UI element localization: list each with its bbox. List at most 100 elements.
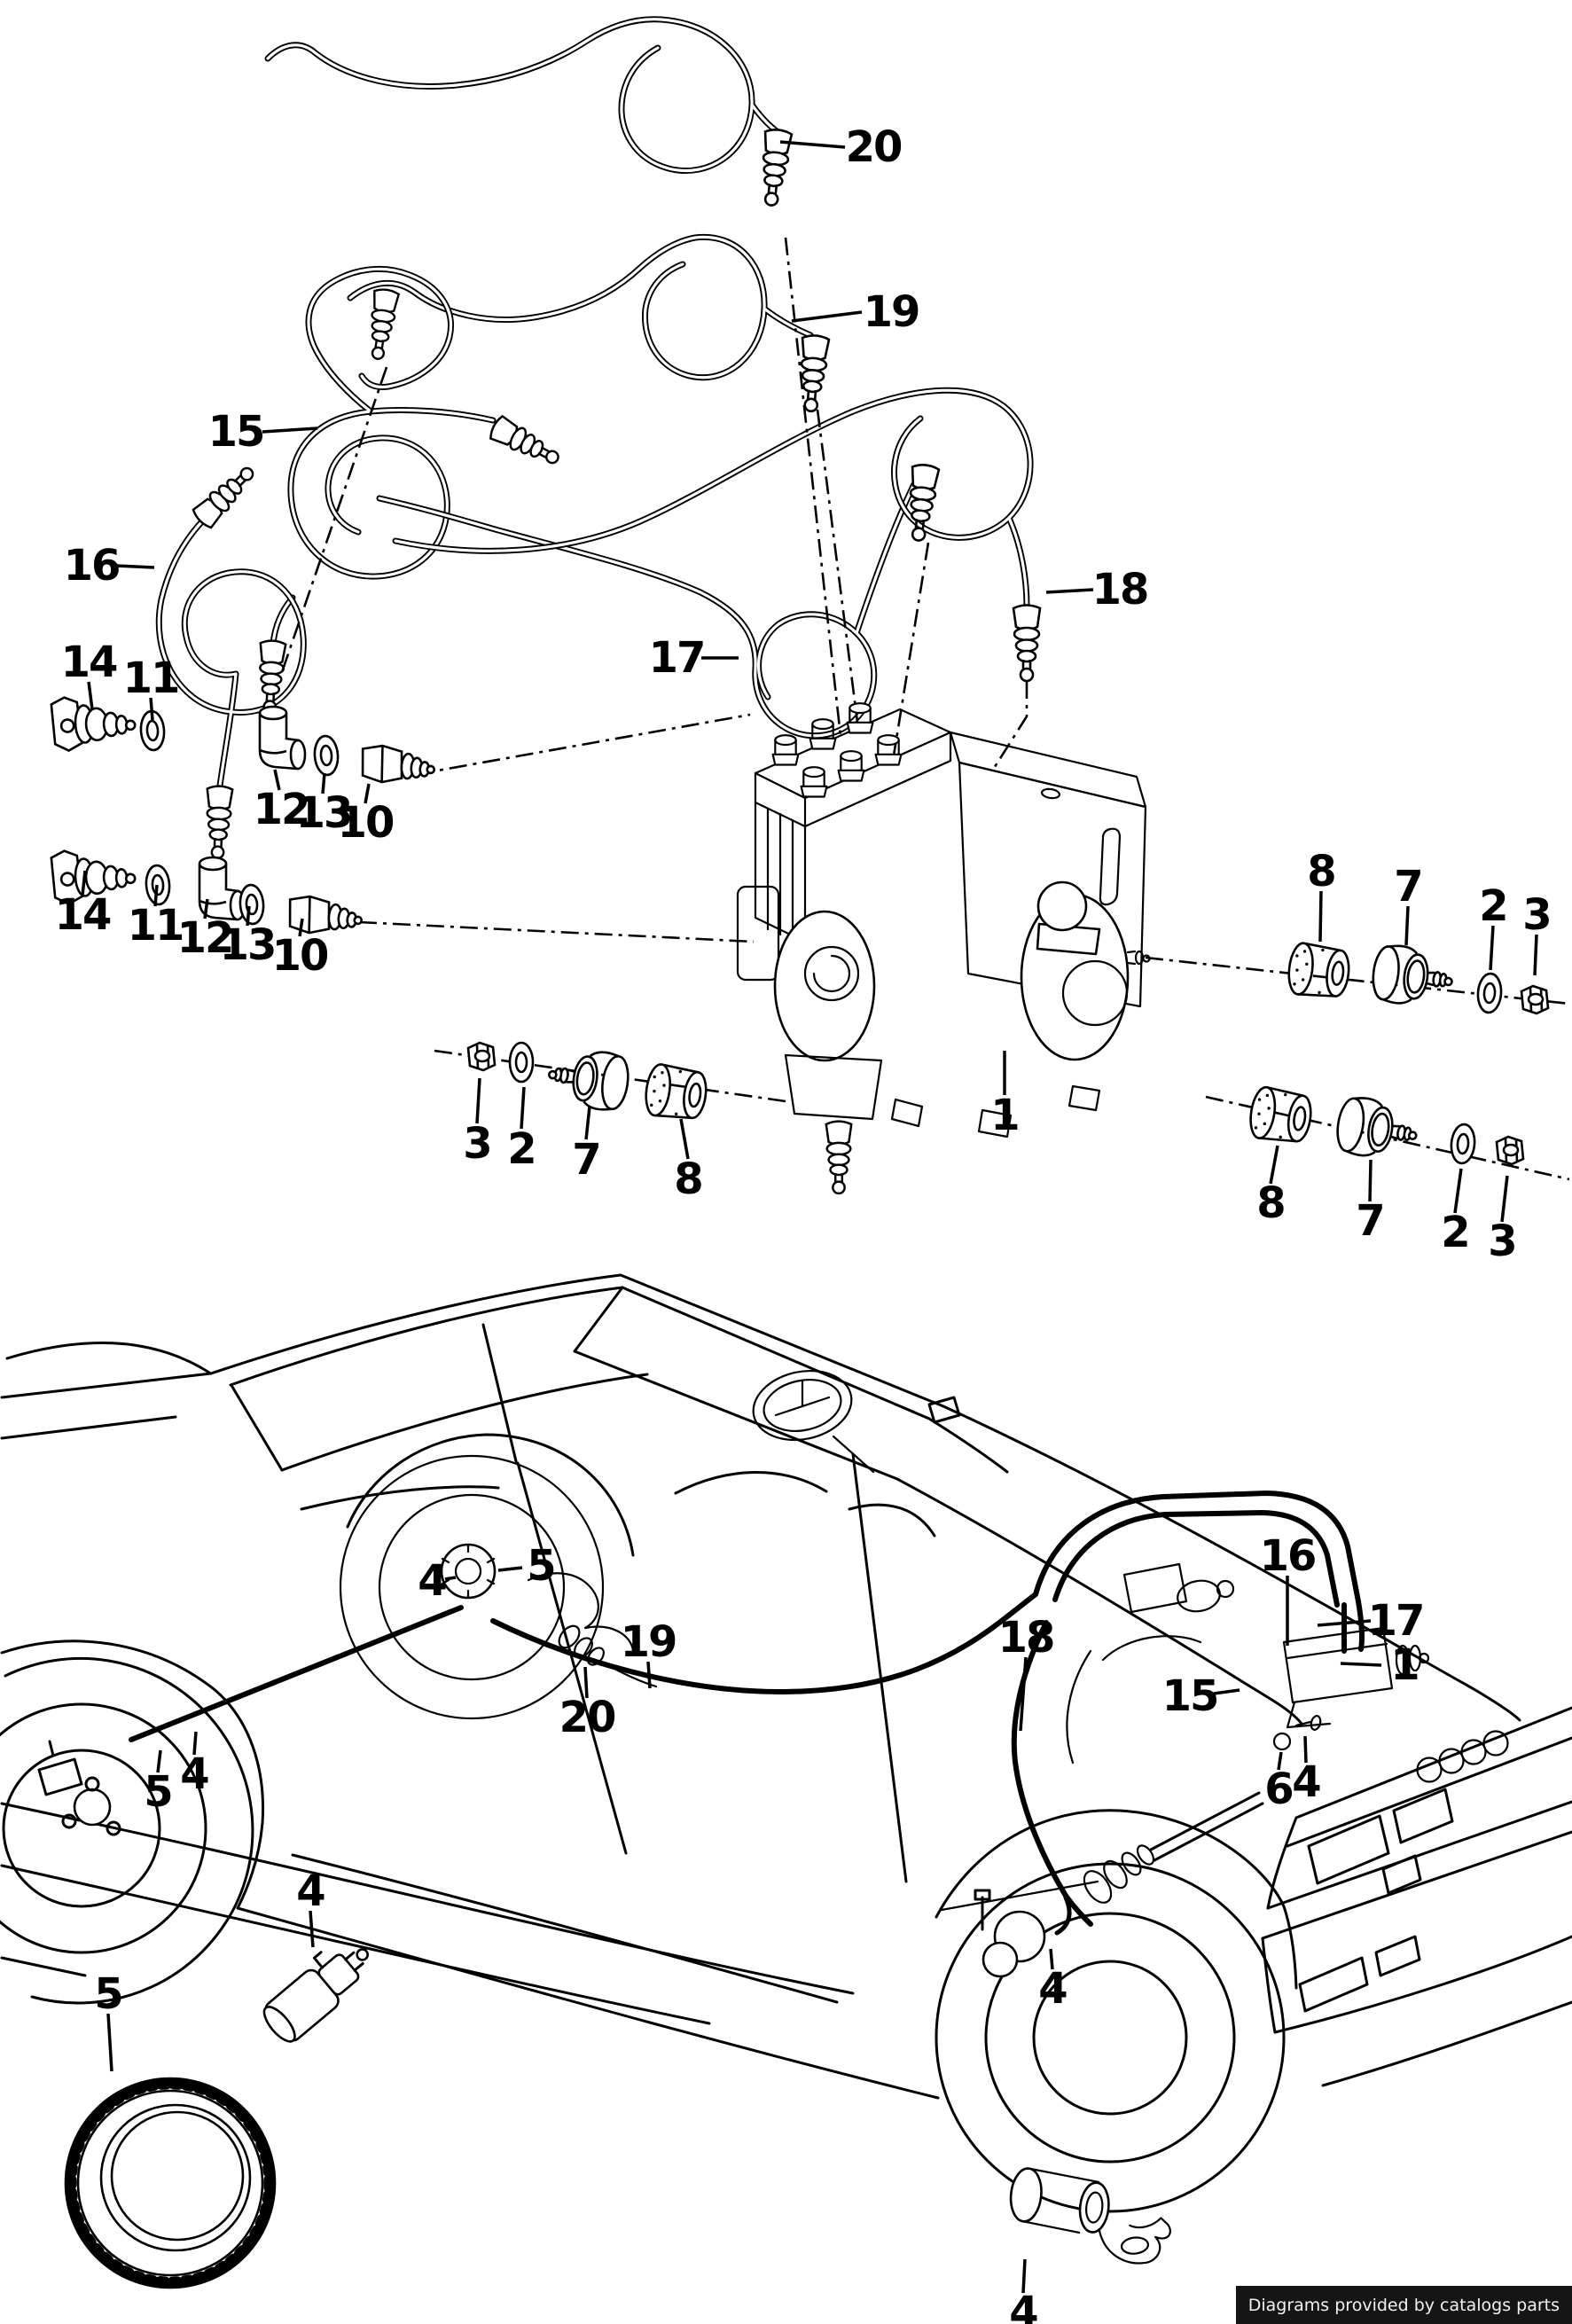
pipe-fitting (364, 286, 401, 362)
callout-leader-6 (1277, 1751, 1283, 1771)
callout-label-4: 4 (296, 1866, 325, 1916)
callout-leader-13 (246, 905, 251, 927)
callout-leader-2 (1453, 1168, 1463, 1214)
line-art (1294, 1706, 1572, 1819)
line-art (64, 2077, 277, 2289)
callout-leader-20 (779, 140, 846, 149)
callout-label-20: 20 (846, 122, 902, 172)
callout-label-7: 7 (1394, 862, 1421, 912)
abs-hydraulic-unit (736, 702, 1151, 1139)
callout-label-7: 7 (572, 1135, 599, 1185)
line-art (619, 1273, 945, 1408)
grommet-6 (1272, 1732, 1292, 1751)
line-art (266, 18, 778, 173)
line-art (774, 1379, 875, 1474)
callout-leader-2 (1489, 925, 1495, 971)
line-art (982, 1941, 1019, 1978)
axis-line (358, 920, 755, 943)
line-art (1054, 1895, 1072, 1936)
line-art (346, 1433, 635, 1557)
callout-label-10: 10 (272, 931, 328, 981)
front-brake-line (1011, 1620, 1093, 1927)
line-art (558, 1624, 581, 1649)
line-art (1177, 1579, 1221, 1613)
headlight (1392, 1788, 1454, 1844)
callout-label-5: 5 (527, 1541, 554, 1591)
callout-label-4: 4 (1009, 2288, 1037, 2324)
front-grille (1261, 1706, 1572, 2087)
callout-label-18: 18 (1092, 565, 1148, 614)
callout-label-2: 2 (1479, 881, 1506, 931)
callout-label-17: 17 (1368, 1596, 1424, 1646)
line-art (481, 1323, 518, 1463)
callout-leader-3 (475, 1077, 481, 1124)
callout-leader-7 (584, 1106, 591, 1140)
line-art (1460, 1739, 1487, 1765)
callout-leader-19 (646, 1661, 652, 1689)
line-art (441, 1543, 496, 1600)
callout-leader-12 (273, 769, 281, 791)
nut-3 (1520, 984, 1550, 1015)
callout-label-2: 2 (1441, 1208, 1468, 1257)
line-art (1101, 1635, 1202, 1662)
callout-leader-1 (1340, 1662, 1382, 1667)
line-art (949, 731, 1147, 809)
front-wheel (935, 1791, 1286, 2213)
callout-label-13: 13 (296, 788, 352, 838)
callout-leader-5 (156, 1749, 162, 1773)
line-art (0, 1802, 855, 1995)
callout-leader-18 (1045, 588, 1094, 594)
line-art (1261, 1937, 1277, 2034)
line-art (0, 1956, 87, 1977)
headlight (1381, 1854, 1422, 1895)
line-art (1009, 2167, 1043, 2223)
line-art (291, 1853, 839, 2004)
line-art (1286, 1736, 1572, 1848)
inner-wheel (339, 1454, 658, 1720)
axis-line (816, 409, 860, 730)
callout-label-3: 3 (1522, 890, 1550, 940)
washer-11 (144, 863, 172, 907)
cv-boot (1083, 1844, 1155, 1904)
line-art (236, 1906, 940, 2100)
callout-label-12: 12 (254, 785, 309, 834)
grommet-8 (1246, 1084, 1316, 1147)
screw-plug-10 (359, 743, 437, 787)
bumper-rub (1374, 1935, 1421, 1977)
line-art (573, 1286, 899, 1481)
callout-label-11: 11 (123, 653, 179, 703)
callout-leader-15 (1213, 1688, 1240, 1695)
line-art (890, 1098, 924, 1128)
line-art (851, 1452, 908, 1883)
callout-label-6: 6 (1264, 1765, 1292, 1814)
line-art (378, 1493, 566, 1681)
line-art (76, 2089, 264, 2277)
elbow-union-12 (258, 705, 307, 771)
line-art (209, 1273, 622, 1375)
line-art (1122, 1562, 1188, 1614)
callout-leader-4 (444, 1576, 457, 1581)
bolt-4 (1294, 1720, 1312, 1727)
axis-line (1145, 956, 1570, 1006)
callout-label-4: 4 (1038, 1964, 1067, 2014)
line-art (1310, 1715, 1322, 1731)
brake-pipe-20 (268, 20, 777, 171)
line-art (61, 1813, 77, 1829)
callout-leader-8 (679, 1118, 690, 1160)
callout-leader-18 (1019, 1656, 1028, 1732)
line-art (262, 2006, 296, 2043)
callout-label-18: 18 (998, 1613, 1054, 1663)
callout-leader-3 (1533, 934, 1538, 976)
callout-leader-13 (321, 772, 326, 794)
callout-leader-17 (1317, 1619, 1372, 1627)
line-art (984, 1912, 1236, 2164)
line-art (935, 1862, 1286, 2213)
callout-leader-4 (1021, 2258, 1027, 2294)
line-art (848, 1503, 936, 1538)
axis-line (892, 542, 930, 756)
callout-label-13: 13 (220, 920, 276, 970)
footer-credit: Diagrams provided by catalogs parts (1235, 2286, 1572, 2324)
wheel-hub (73, 1788, 112, 1827)
callout-leader-14 (81, 870, 87, 896)
